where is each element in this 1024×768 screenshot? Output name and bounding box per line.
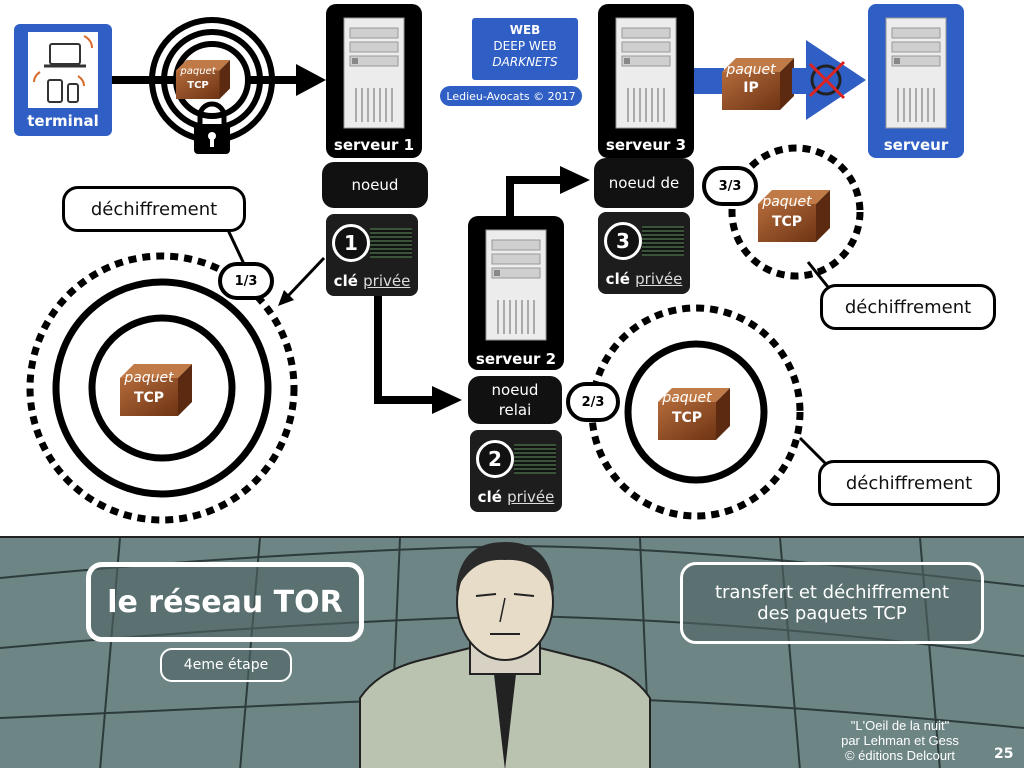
node-box-2: noeud relai	[468, 376, 562, 424]
key-card-1: 1 clé privée	[326, 214, 418, 296]
packet-2-tcp: TCP	[671, 410, 703, 426]
phone-icon	[47, 79, 63, 103]
credit-line1: "L'Oeil de la nuit"	[850, 718, 950, 733]
laptop-icon	[49, 43, 81, 65]
comic-subtitle: 4eme étape	[160, 648, 292, 682]
comic-caption-line2: des paquets TCP	[757, 603, 907, 624]
top-packet-label: paquet	[180, 66, 216, 77]
comic-caption: transfert et déchiffrement des paquets T…	[680, 562, 984, 644]
ip-packet-ip: IP	[743, 80, 759, 96]
server-3-label: serveur 3	[605, 136, 687, 154]
node-2-label-line2: relai	[498, 401, 532, 419]
key-3-label: clé privée	[605, 270, 683, 288]
terminal-label: terminal	[27, 112, 99, 130]
ratio-2: 2/3	[566, 382, 620, 422]
server-1-label: serveur 1	[333, 136, 415, 154]
node-box-3: noeud de	[594, 158, 694, 208]
ratio-1: 1/3	[218, 262, 274, 300]
key-2-number: 2	[476, 440, 514, 478]
ip-packet-label: paquet	[726, 62, 776, 78]
packet-1-tcp: TCP	[133, 390, 165, 406]
key-2-matrix	[514, 444, 556, 474]
final-server-label: serveur	[883, 136, 949, 154]
web-box-line2: DEEP WEB	[493, 39, 557, 53]
decrypt-bubble-1: déchiffrement	[62, 186, 246, 232]
node-2-label-line1: noeud	[491, 381, 539, 399]
node-box-1: noeud	[322, 162, 428, 208]
credit-line3: © éditions Delcourt	[844, 748, 956, 763]
packet-3-label: paquet	[762, 194, 812, 210]
key-card-3: 3 clé privée	[598, 212, 690, 294]
ratio-3: 3/3	[702, 166, 758, 206]
key-3-matrix	[642, 226, 684, 256]
packet-2-label: paquet	[662, 390, 712, 406]
page-number: 25	[994, 746, 1014, 762]
packet-3-tcp: TCP	[771, 214, 803, 230]
diagram-canvas	[14, 4, 964, 524]
node-1-label: noeud	[351, 176, 399, 194]
node-3-label: noeud de	[608, 174, 680, 192]
server-2-label: serveur 2	[475, 350, 557, 368]
comic-caption-line1: transfert et déchiffrement	[714, 582, 950, 603]
web-box-line1: WEB	[509, 23, 541, 37]
web-box-line3: DARKNETS	[492, 55, 558, 69]
key-1-label: clé privée	[333, 272, 411, 290]
comic-title: le réseau TOR	[86, 562, 364, 642]
packet-1-label: paquet	[124, 370, 174, 386]
blocked-eye-icon	[810, 64, 842, 96]
comic-credit: "L'Oeil de la nuit" par Lehman et Gess ©…	[800, 718, 1000, 763]
key-3-number: 3	[604, 222, 642, 260]
comic-panel: le réseau TOR 4eme étape transfert et dé…	[0, 536, 1024, 768]
copyright: Ledieu-Avocats © 2017	[440, 86, 582, 106]
decrypt-bubble-2: déchiffrement	[818, 460, 1000, 506]
web-box: WEB DEEP WEB DARKNETS	[472, 18, 578, 80]
key-2-label: clé privée	[477, 488, 555, 506]
key-1-matrix	[370, 228, 412, 258]
credit-line2: par Lehman et Gess	[841, 733, 959, 748]
key-1-number: 1	[332, 224, 370, 262]
top-packet-tcp: TCP	[187, 80, 209, 91]
decrypt-bubble-3: déchiffrement	[820, 284, 996, 330]
key-card-2: 2 clé privée	[470, 430, 562, 512]
